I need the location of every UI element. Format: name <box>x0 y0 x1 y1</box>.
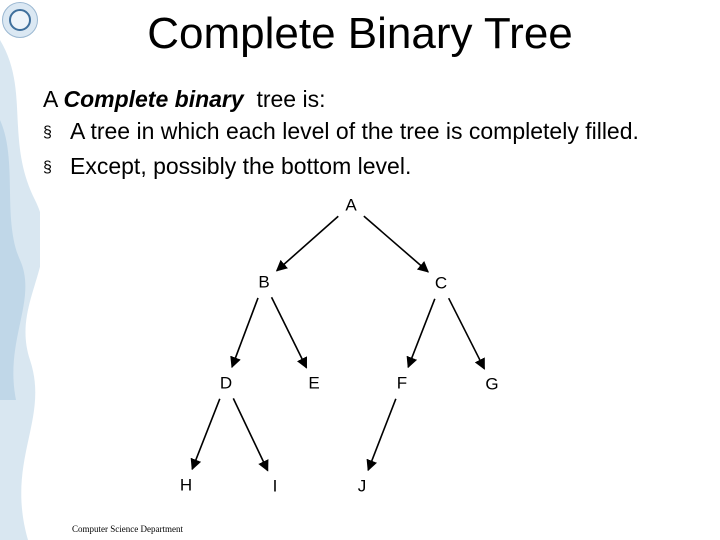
side-decoration <box>0 40 40 540</box>
slide-title: Complete Binary Tree <box>147 9 573 58</box>
tree-node-b: B <box>258 273 269 292</box>
tree-node-a: A <box>345 196 357 215</box>
bullet-icon: § <box>43 124 52 141</box>
edge-A-C <box>363 215 429 273</box>
intro-suffix: tree is: <box>243 86 326 112</box>
edge-B-E <box>270 296 308 369</box>
bullet-item: § A tree in which each level of the tree … <box>43 117 639 147</box>
intro-line: A Complete binary tree is: <box>43 85 326 113</box>
tree-node-e: E <box>308 374 319 393</box>
edge-B-D <box>230 297 259 369</box>
bullet-text: Except, possibly the bottom level. <box>70 153 412 179</box>
bullet-text: A tree in which each level of the tree i… <box>70 118 639 144</box>
intro-prefix: A <box>43 86 64 112</box>
university-logo <box>2 2 38 38</box>
footer-text: Computer Science Department <box>72 524 183 534</box>
edge-A-B <box>275 215 339 272</box>
bullet-icon: § <box>43 159 52 176</box>
edge-F-J <box>366 398 397 472</box>
tree-node-g: G <box>485 375 498 394</box>
tree-node-j: J <box>358 477 367 496</box>
tree-node-c: C <box>435 274 447 293</box>
edge-D-H <box>190 398 221 471</box>
tree-node-d: D <box>220 374 232 393</box>
edge-D-I <box>232 398 269 472</box>
tree-node-f: F <box>397 374 407 393</box>
logo-emblem-icon <box>9 9 31 31</box>
intro-emphasis: Complete binary <box>63 86 244 112</box>
tree-node-i: I <box>273 477 278 496</box>
edge-C-F <box>406 298 436 369</box>
bullet-item: § Except, possibly the bottom level. <box>43 152 411 182</box>
edge-C-G <box>447 297 486 370</box>
tree-node-h: H <box>180 476 192 495</box>
